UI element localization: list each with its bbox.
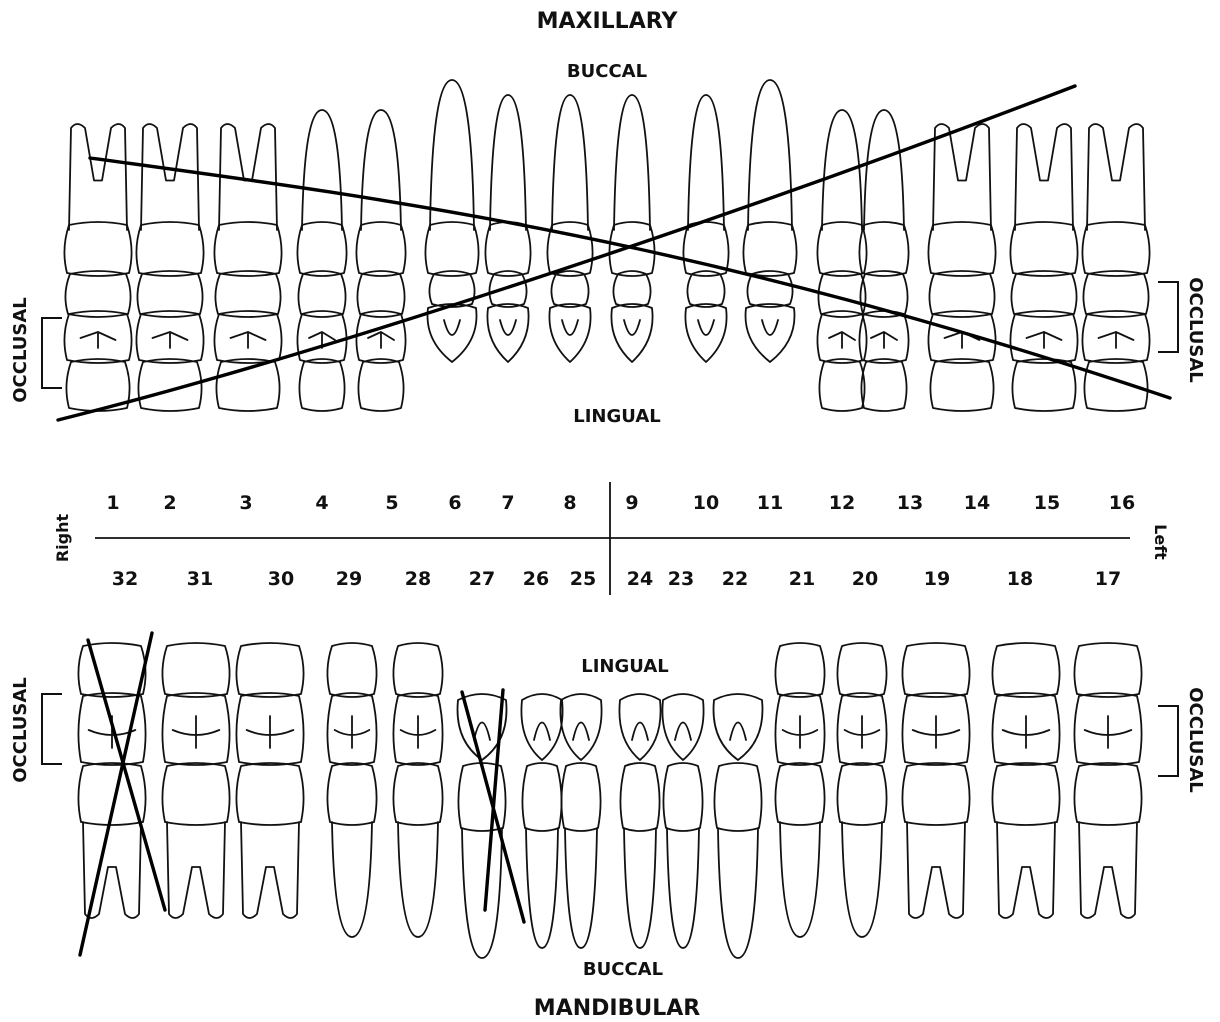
lower-tooth-21: [775, 643, 824, 937]
lingual-top-label: LINGUAL: [573, 406, 660, 427]
upper-tooth-number-15: 15: [1034, 492, 1060, 514]
upper-tooth-14: [928, 124, 995, 411]
upper-tooth-16: [1082, 124, 1149, 411]
lower-tooth-31: [162, 643, 229, 918]
right-side-label: Right: [53, 514, 72, 563]
lower-tooth-19: [902, 643, 969, 918]
upper-tooth-7: [485, 95, 530, 362]
lower-tooth-number-31: 31: [187, 568, 213, 590]
lower-tooth-number-27: 27: [469, 568, 495, 590]
lower-tooth-20: [837, 643, 886, 937]
lower-tooth-number-19: 19: [924, 568, 950, 590]
upper-tooth-number-7: 7: [501, 492, 514, 514]
lower-tooth-number-30: 30: [268, 568, 294, 590]
upper-tooth-10: [683, 95, 728, 362]
occlusal-upper-right: OCCLUSAL: [1158, 277, 1206, 383]
occlusal-upper-left: OCCLUSAL: [10, 297, 62, 403]
lower-tooth-17: [1074, 643, 1141, 918]
lower-tooth-number-25: 25: [570, 568, 596, 590]
lower-tooth-24: [619, 694, 660, 948]
lower-tooth-number-32: 32: [112, 568, 138, 590]
lower-tooth-28: [393, 643, 442, 937]
upper-tooth-number-11: 11: [757, 492, 783, 514]
maxillary-title: MAXILLARY: [537, 9, 679, 34]
upper-tooth-11: [743, 80, 796, 362]
upper-tooth-number-13: 13: [897, 492, 923, 514]
svg-text:OCCLUSAL: OCCLUSAL: [1185, 687, 1206, 793]
lower-tooth-number-22: 22: [722, 568, 748, 590]
mandibular-arch: [78, 643, 1141, 958]
lower-tooth-number-23: 23: [668, 568, 694, 590]
occlusal-lower-left: OCCLUSAL: [10, 677, 62, 783]
lower-tooth-number-29: 29: [336, 568, 362, 590]
upper-tooth-number-14: 14: [964, 492, 990, 514]
svg-text:OCCLUSAL: OCCLUSAL: [1185, 277, 1206, 383]
upper-tooth-number-8: 8: [563, 492, 576, 514]
upper-tooth-number-4: 4: [315, 492, 328, 514]
upper-tooth-5: [356, 110, 405, 411]
lower-tooth-23: [662, 694, 703, 948]
lower-tooth-18: [992, 643, 1059, 918]
upper-tooth-number-1: 1: [106, 492, 119, 514]
maxillary-arch: [64, 80, 1149, 411]
upper-tooth-number-12: 12: [829, 492, 855, 514]
upper-tooth-number-6: 6: [448, 492, 461, 514]
lower-tooth-number-21: 21: [789, 568, 815, 590]
upper-tooth-1: [64, 124, 131, 411]
upper-tooth-number-9: 9: [625, 492, 638, 514]
mandibular-title: MANDIBULAR: [534, 996, 700, 1021]
occlusal-lower-right: OCCLUSAL: [1158, 687, 1206, 793]
upper-tooth-4: [297, 110, 346, 411]
upper-tooth-9: [609, 95, 654, 362]
svg-text:OCCLUSAL: OCCLUSAL: [10, 297, 31, 403]
upper-tooth-15: [1010, 124, 1077, 411]
buccal-bottom-label: BUCCAL: [583, 959, 663, 980]
upper-tooth-number-3: 3: [239, 492, 252, 514]
upper-cross-line-b: [58, 86, 1075, 420]
lower-tooth-25: [560, 694, 601, 948]
upper-tooth-number-5: 5: [385, 492, 398, 514]
left-side-label: Left: [1151, 524, 1170, 560]
upper-cross-line-a: [90, 158, 1170, 398]
svg-text:OCCLUSAL: OCCLUSAL: [10, 677, 31, 783]
upper-tooth-6: [425, 80, 478, 362]
tooth-32-x-b: [80, 633, 152, 955]
lower-tooth-number-24: 24: [627, 568, 653, 590]
lower-tooth-22: [714, 694, 763, 958]
lingual-bottom-label: LINGUAL: [581, 656, 668, 677]
upper-tooth-number-16: 16: [1109, 492, 1135, 514]
upper-tooth-8: [547, 95, 592, 362]
buccal-top-label: BUCCAL: [567, 61, 647, 82]
lower-tooth-number-28: 28: [405, 568, 431, 590]
upper-tooth-number-10: 10: [693, 492, 719, 514]
lower-tooth-number-26: 26: [523, 568, 549, 590]
lower-tooth-number-17: 17: [1095, 568, 1121, 590]
lower-tooth-number-20: 20: [852, 568, 878, 590]
lower-tooth-26: [521, 694, 562, 948]
lower-tooth-29: [327, 643, 376, 937]
lower-tooth-30: [236, 643, 303, 918]
lower-tooth-32: [78, 643, 145, 918]
upper-tooth-number-2: 2: [163, 492, 176, 514]
lower-tooth-number-18: 18: [1007, 568, 1033, 590]
